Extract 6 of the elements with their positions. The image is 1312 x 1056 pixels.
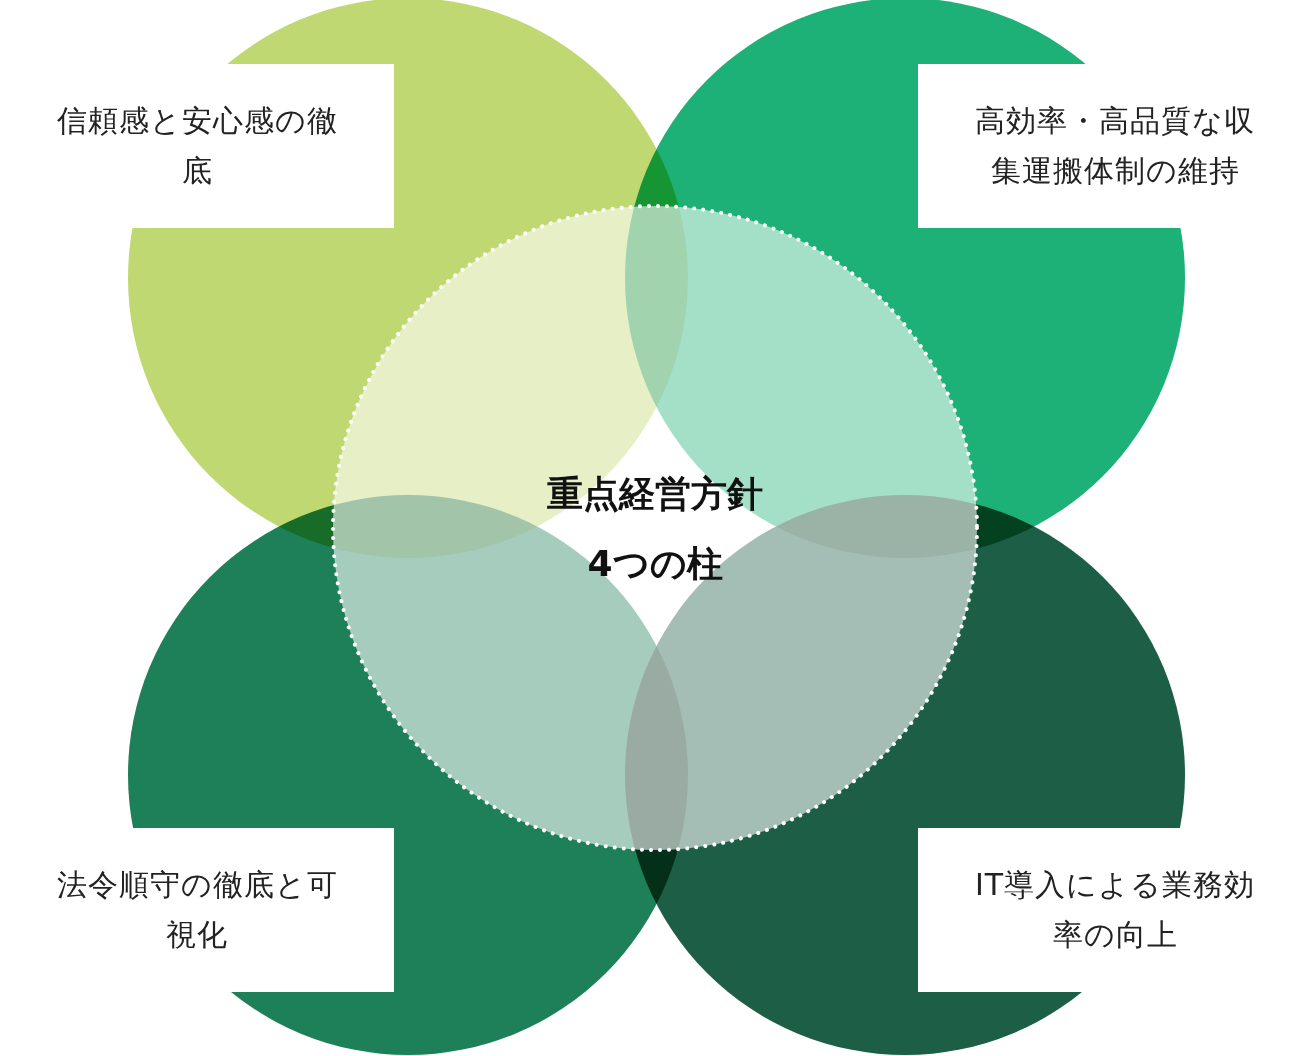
pillar-label: IT導入による業務効率の向上 <box>973 866 1257 954</box>
center-subtitle: 4つの柱 <box>586 542 724 586</box>
pillar-label: 法令順守の徹底と可視化 <box>55 866 339 954</box>
pillar-label: 信頼感と安心感の徹底 <box>55 102 339 190</box>
center-title: 重点経営方針 <box>546 472 764 516</box>
pillar-label: 高効率・高品質な収集運搬体制の維持 <box>974 102 1256 190</box>
